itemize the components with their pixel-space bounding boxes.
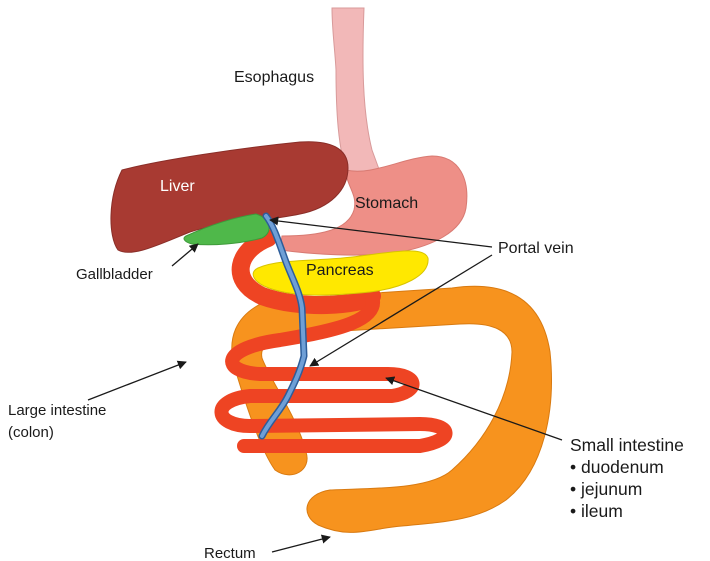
label-jejunum: • jejunum xyxy=(570,479,642,499)
label-liver: Liver xyxy=(160,178,195,195)
gallbladder-arrow xyxy=(172,244,198,266)
label-ileum: • ileum xyxy=(570,501,623,521)
label-large-intestine-colon: (colon) xyxy=(8,424,54,441)
large-intestine-arrow xyxy=(88,362,186,400)
label-pancreas: Pancreas xyxy=(306,262,374,279)
label-portal-vein: Portal vein xyxy=(498,240,574,257)
label-duodenum: • duodenum xyxy=(570,457,664,477)
label-stomach: Stomach xyxy=(355,195,418,212)
label-large-intestine: Large intestine xyxy=(8,402,106,419)
label-gallbladder: Gallbladder xyxy=(76,266,153,283)
label-esophagus: Esophagus xyxy=(234,69,314,86)
label-rectum: Rectum xyxy=(204,545,256,561)
label-small-intestine: Small intestine xyxy=(570,435,684,455)
rectum-arrow xyxy=(272,537,330,552)
